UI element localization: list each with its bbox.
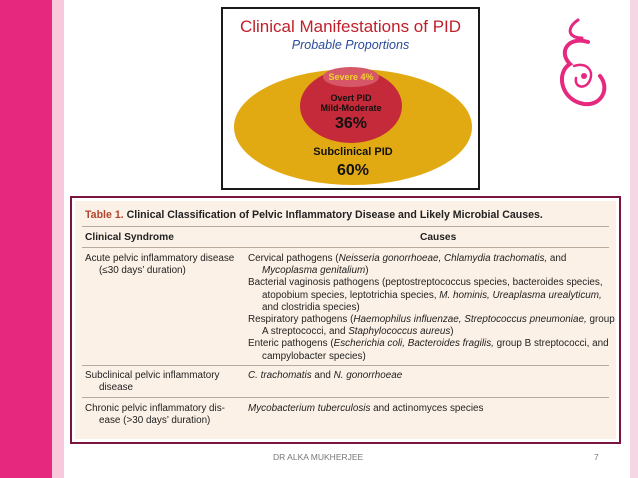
- figure-subtitle: Probable Proportions: [291, 38, 410, 52]
- row-subclinical-causes: C. trachomatis and N. gonorrhoeae: [248, 370, 403, 381]
- brand-logo-icon: [560, 18, 607, 107]
- cause-enteric-cont: campylobacter species): [262, 350, 366, 362]
- row-acute-causes: Cervical pathogens (Neisseria gonorrhoea…: [248, 253, 615, 363]
- left-accent-strip: [52, 0, 64, 478]
- rule-top: [82, 226, 609, 227]
- overt-label-1: Overt PID: [330, 93, 372, 103]
- table-title-text: Clinical Classification of Pelvic Inflam…: [126, 209, 543, 221]
- left-accent-bar: [0, 0, 52, 478]
- rule-header: [82, 247, 609, 248]
- cause-bv: Bacterial vaginosis pathogens (peptostre…: [248, 277, 603, 289]
- row-subclinical-syndrome: Subclinical pelvic inflammatory disease: [85, 370, 220, 394]
- classification-table-card: Table 1. Clinical Classification of Pelv…: [70, 196, 621, 444]
- row-chronic-syndrome: Chronic pelvic inflammatory dis- ease (>…: [85, 403, 225, 427]
- syndrome-line: (≤30 days’ duration): [99, 265, 186, 277]
- severe-cap: [323, 67, 379, 87]
- cause-cervical: Cervical pathogens (Neisseria gonorrhoea…: [248, 253, 567, 264]
- table-body: Table 1. Clinical Classification of Pelv…: [75, 201, 616, 439]
- subclinical-value: 60%: [337, 162, 369, 179]
- rule-row-1: [82, 365, 609, 366]
- overt-value: 36%: [335, 115, 367, 132]
- row-chronic-causes: Mycobacterium tuberculosis and actinomyc…: [248, 403, 484, 414]
- cause-respiratory-cont: A streptococci, and Staphylococcus aureu…: [262, 326, 454, 338]
- pid-proportions-figure: Severe 4% Overt PID Mild-Moderate 36% Su…: [221, 7, 480, 190]
- footer-author: DR ALKA MUKHERJEE: [273, 452, 364, 462]
- page-number: 7: [594, 452, 599, 462]
- row-acute-syndrome: Acute pelvic inflammatory disease (≤30 d…: [85, 253, 234, 277]
- cause-enteric: Enteric pathogens (Escherichia coli, Bac…: [248, 338, 609, 350]
- subclinical-label: Subclinical PID: [313, 146, 393, 158]
- syndrome-line: Acute pelvic inflammatory disease: [85, 253, 235, 264]
- cause-cervical-cont: Mycoplasma genitalium): [262, 265, 369, 277]
- right-accent-strip: [630, 0, 638, 478]
- severe-label: Severe 4%: [328, 72, 373, 82]
- col-header-causes: Causes: [420, 232, 457, 243]
- overt-label-2: Mild-Moderate: [320, 103, 381, 113]
- venn-diagram: Severe 4% Overt PID Mild-Moderate 36% Su…: [234, 67, 472, 185]
- overt-circle: [300, 69, 402, 143]
- table-label: Table 1.: [85, 209, 124, 221]
- table-title: Table 1. Clinical Classification of Pelv…: [85, 209, 543, 221]
- cause-bv-cont2: and clostridia species): [262, 301, 360, 313]
- cause-respiratory: Respiratory pathogens (Haemophilus influ…: [248, 314, 615, 326]
- cause-bv-cont: atopobium species, leptotrichia species,…: [262, 289, 602, 301]
- col-header-syndrome: Clinical Syndrome: [85, 232, 174, 243]
- rule-row-2: [82, 397, 609, 398]
- figure-title: Clinical Manifestations of PID: [239, 17, 462, 36]
